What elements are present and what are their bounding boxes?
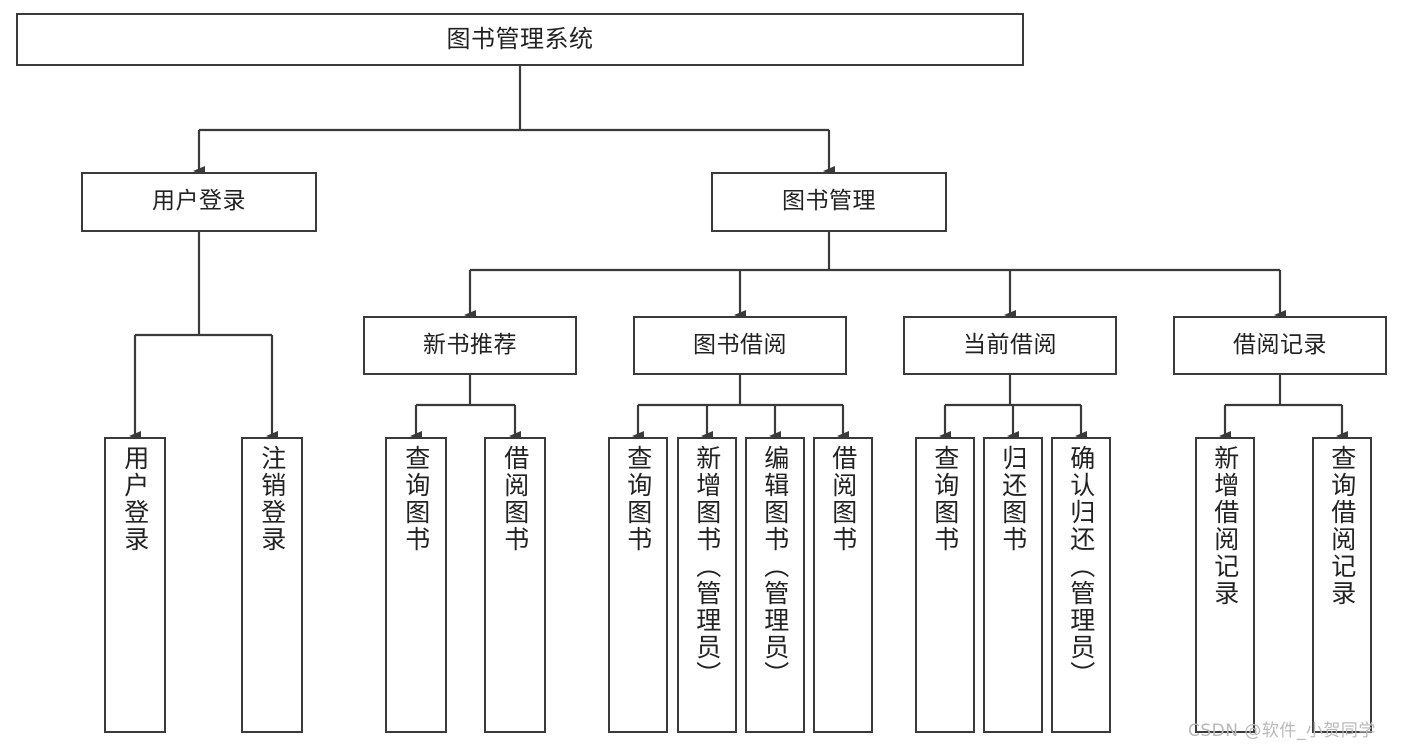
node-label: 查询图书 [401,445,431,553]
node-label: 编辑图书（管理员） [760,445,790,688]
node-label: 用户登录 [152,188,246,215]
node-l2-borrow[interactable]: 图书借阅 [633,316,847,375]
node-l3-e1[interactable]: 新增借阅记录 [1195,437,1255,733]
node-label: 确认归还（管理员） [1066,445,1096,688]
node-l3-b2[interactable]: 借阅图书 [484,437,546,733]
node-l1-book[interactable]: 图书管理 [711,172,947,232]
node-label: 图书管理系统 [446,25,594,54]
node-label: 注销登录 [257,445,287,553]
node-label: 查询图书 [623,445,653,553]
node-l2-new[interactable]: 新书推荐 [363,316,577,375]
watermark-csdn: CSDN @软件_小贺同学 [1188,721,1376,741]
node-label: 当前借阅 [963,331,1057,358]
node-l3-c1[interactable]: 查询图书 [608,437,668,733]
node-label: 图书借阅 [693,331,787,358]
node-l3-d3[interactable]: 确认归还（管理员） [1051,437,1111,733]
node-l2-record[interactable]: 借阅记录 [1173,316,1387,375]
node-l3-c3[interactable]: 编辑图书（管理员） [745,437,805,733]
node-l1-login[interactable]: 用户登录 [81,172,317,232]
node-label: 归还图书 [998,445,1028,553]
node-label: 新增借阅记录 [1210,445,1240,607]
node-root[interactable]: 图书管理系统 [16,13,1024,66]
node-label: 查询借阅记录 [1327,445,1357,607]
node-l3-a1[interactable]: 用户登录 [104,437,166,733]
node-label: 新书推荐 [423,331,517,358]
node-l3-d1[interactable]: 查询图书 [915,437,975,733]
node-l2-current[interactable]: 当前借阅 [903,316,1117,375]
node-label: 借阅图书 [828,445,858,553]
node-l3-b1[interactable]: 查询图书 [385,437,447,733]
node-label: 借阅图书 [500,445,530,553]
node-label: 查询图书 [930,445,960,553]
node-l3-c4[interactable]: 借阅图书 [813,437,873,733]
node-label: 图书管理 [782,188,876,215]
node-label: 用户登录 [120,445,150,553]
node-l3-d2[interactable]: 归还图书 [983,437,1043,733]
node-l3-a2[interactable]: 注销登录 [241,437,303,733]
node-l3-c2[interactable]: 新增图书（管理员） [677,437,737,733]
node-label: 新增图书（管理员） [692,445,722,688]
node-l3-e2[interactable]: 查询借阅记录 [1312,437,1372,733]
node-label: 借阅记录 [1233,331,1327,358]
